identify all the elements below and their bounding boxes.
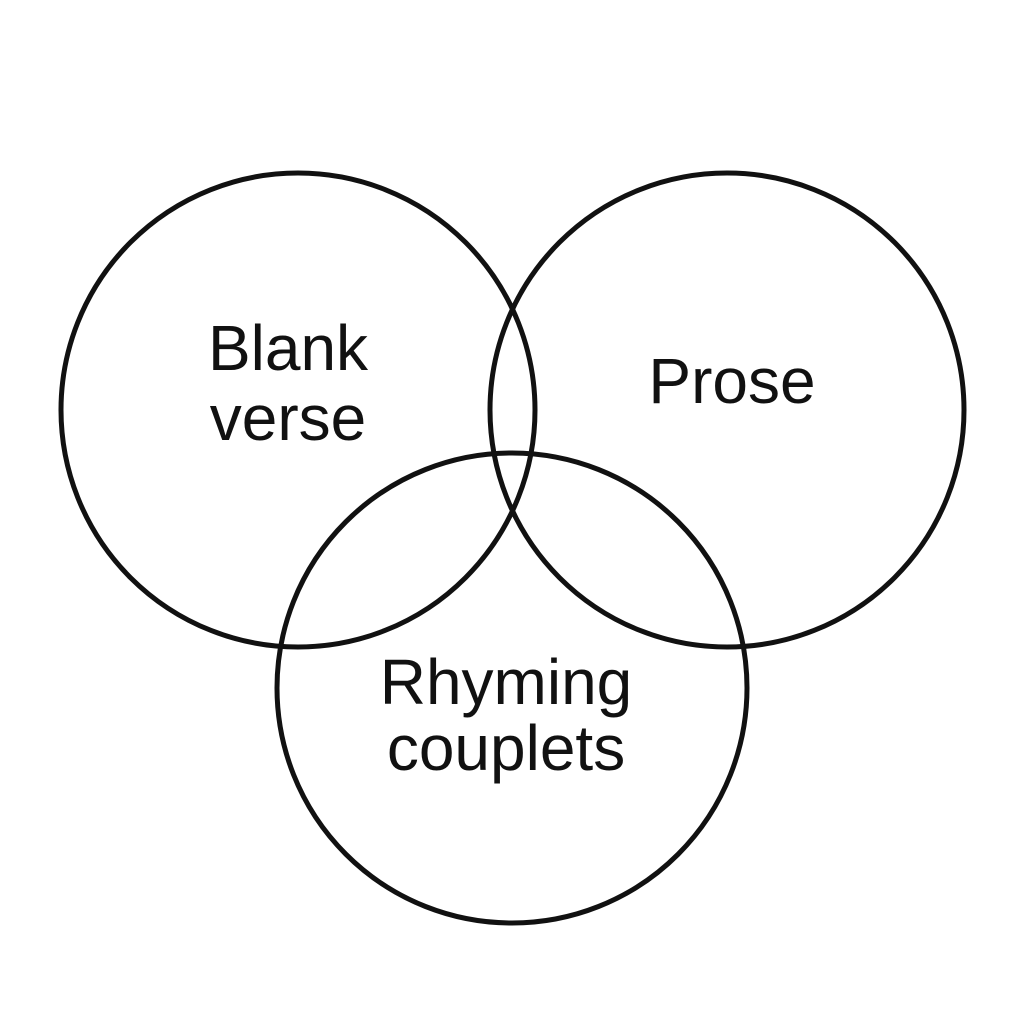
- label-prose: Prose: [648, 345, 815, 417]
- circle-rhyming-couplets: [274, 450, 750, 926]
- circle-blank-verse: [58, 170, 538, 650]
- circle-prose: [487, 170, 967, 650]
- label-rhyming-couplets: Rhyming: [380, 646, 633, 718]
- label-rhyming-couplets-line2: couplets: [387, 712, 625, 784]
- label-blank-verse: Blank: [208, 312, 369, 384]
- label-blank-verse-line2: verse: [210, 382, 367, 454]
